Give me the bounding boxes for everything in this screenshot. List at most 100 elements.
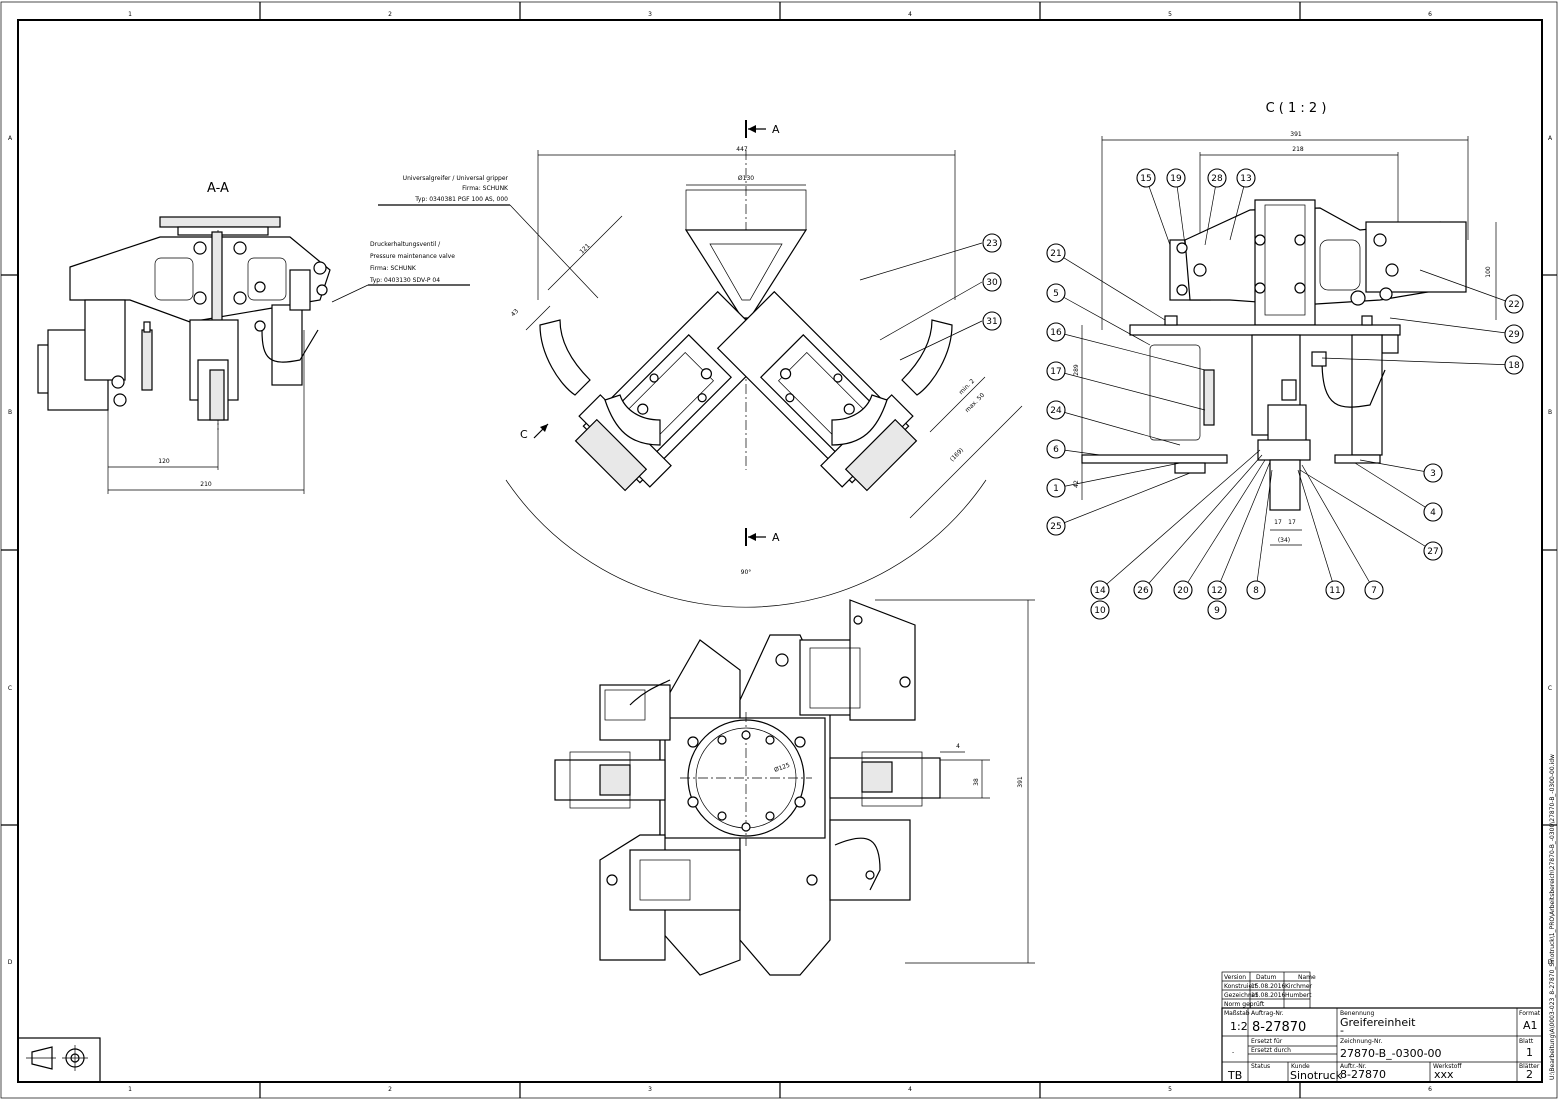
balloon-25: 25 bbox=[1046, 516, 1066, 536]
dim-391-bottom: 391 bbox=[1017, 776, 1024, 788]
svg-text:18: 18 bbox=[1508, 361, 1520, 371]
svg-text:19: 19 bbox=[1170, 174, 1182, 184]
balloon-6: 6 bbox=[1046, 439, 1066, 459]
tb-designation-sub: - bbox=[1340, 1024, 1344, 1037]
grid-labels: 1 2 3 4 5 6 1 2 3 4 5 6 A B C D A B C D bbox=[8, 11, 1553, 1093]
tb-format: A1 bbox=[1523, 1019, 1538, 1032]
tb-scale-label: Maßstab bbox=[1224, 1010, 1250, 1017]
detail-label: C ( 1 : 2 ) bbox=[1266, 101, 1327, 116]
svg-text:8: 8 bbox=[1253, 586, 1259, 596]
dim-121: 121 bbox=[578, 242, 591, 255]
tb-project: 8-27870 bbox=[1340, 1068, 1386, 1081]
cut-marker-top: A bbox=[745, 120, 780, 138]
svg-text:3: 3 bbox=[1430, 469, 1436, 479]
balloons-detail: 15 19 28 13 21 5 16 17 24 6 1 25 22 29 1… bbox=[1046, 168, 1524, 620]
dim-90deg: 90° bbox=[741, 569, 752, 576]
dim-218: 218 bbox=[1292, 146, 1304, 153]
tb-material-label: Werkstoff bbox=[1433, 1063, 1462, 1070]
balloon-20: 20 bbox=[1173, 580, 1193, 600]
balloon-4: 4 bbox=[1423, 502, 1443, 522]
svg-text:12: 12 bbox=[1211, 586, 1222, 596]
tb-order-no: 8-27870 bbox=[1252, 1020, 1306, 1035]
tb-origin-label: Ersetzt für bbox=[1251, 1038, 1283, 1045]
dim-289: 289 bbox=[1073, 364, 1080, 376]
svg-text:16: 16 bbox=[1050, 328, 1062, 338]
tb-sheets-label: Blätter bbox=[1519, 1063, 1540, 1070]
tb-scale: 1:2 bbox=[1230, 1020, 1248, 1033]
grid-col-bottom: 4 bbox=[908, 1086, 912, 1093]
svg-text:11: 11 bbox=[1329, 586, 1340, 596]
balloon-11: 11 bbox=[1325, 580, 1345, 600]
dim-34: (34) bbox=[1278, 537, 1290, 544]
title-block: Version Datum Name Konstruiert 15.08.201… bbox=[1221, 971, 1543, 1083]
grid-col-top: 2 bbox=[388, 11, 392, 18]
dim-391: 391 bbox=[1290, 131, 1302, 138]
svg-text:17: 17 bbox=[1050, 367, 1061, 377]
grid-col-top: 5 bbox=[1168, 11, 1172, 18]
dim-169: (169) bbox=[949, 447, 965, 463]
tb-state-label: Status bbox=[1251, 1063, 1270, 1070]
balloon-17: 17 bbox=[1046, 361, 1066, 381]
grid-col-top: 6 bbox=[1428, 11, 1432, 18]
balloon-27: 27 bbox=[1423, 541, 1443, 561]
tb-role: Norm geprüft bbox=[1224, 1001, 1265, 1008]
balloon-15: 15 bbox=[1136, 168, 1156, 188]
tb-date: 15.08.2016 bbox=[1251, 992, 1286, 999]
cut-letter: A bbox=[772, 531, 780, 544]
balloon-19: 19 bbox=[1166, 168, 1186, 188]
balloon-16: 16 bbox=[1046, 322, 1066, 342]
balloon-14: 14 bbox=[1090, 580, 1110, 600]
tb-customer: Sinotruck bbox=[1290, 1069, 1343, 1082]
tb-material: xxx bbox=[1434, 1068, 1454, 1081]
dim-17a: 17 bbox=[1274, 519, 1282, 526]
svg-text:22: 22 bbox=[1508, 300, 1519, 310]
gripper-note-line: Universalgreifer / Universal gripper bbox=[403, 175, 509, 182]
valve-note-line: Druckerhaltungsventil / bbox=[370, 241, 441, 248]
tb-name: Kirchmer bbox=[1285, 983, 1313, 990]
svg-text:4: 4 bbox=[1430, 508, 1436, 518]
grid-row-right: C bbox=[1548, 685, 1552, 692]
grid-row-left: C bbox=[8, 685, 12, 692]
balloon-3: 3 bbox=[1423, 463, 1443, 483]
cut-marker-bottom: A bbox=[745, 528, 780, 546]
dim-min2: min. 2 bbox=[958, 378, 976, 396]
svg-text:7: 7 bbox=[1371, 586, 1377, 596]
projection-symbol bbox=[17, 1037, 101, 1083]
balloon-5: 5 bbox=[1046, 283, 1066, 303]
grid-row-right: D bbox=[1548, 959, 1553, 966]
balloon-22: 22 bbox=[1504, 294, 1524, 314]
balloon-8: 8 bbox=[1246, 580, 1266, 600]
tb-drawing-no: 27870-B_-0300-00 bbox=[1340, 1047, 1442, 1060]
balloon-28: 28 bbox=[1207, 168, 1227, 188]
tb-order-label: Auftrag-Nr. bbox=[1251, 1010, 1284, 1017]
tb-state: TB bbox=[1227, 1069, 1242, 1082]
svg-text:26: 26 bbox=[1137, 586, 1149, 596]
balloon-18: 18 bbox=[1504, 355, 1524, 375]
svg-text:6: 6 bbox=[1053, 445, 1059, 455]
section-view-a-a: A-A 12 bbox=[37, 181, 331, 494]
valve-note: Druckerhaltungsventil / Pressure mainten… bbox=[331, 241, 470, 303]
svg-text:31: 31 bbox=[986, 317, 997, 327]
svg-text:1: 1 bbox=[1053, 484, 1059, 494]
tb-sheets: 2 bbox=[1526, 1068, 1533, 1081]
tb-name: Humbert bbox=[1285, 992, 1312, 999]
svg-text:28: 28 bbox=[1211, 174, 1223, 184]
balloon-10: 10 bbox=[1090, 600, 1110, 620]
svg-text:21: 21 bbox=[1050, 249, 1061, 259]
svg-text:24: 24 bbox=[1050, 406, 1062, 416]
svg-text:30: 30 bbox=[986, 278, 998, 288]
view-letter: C bbox=[520, 428, 528, 441]
grid-row-right: B bbox=[1548, 409, 1552, 416]
tb-format-label: Format bbox=[1519, 1010, 1541, 1017]
balloon-31: 31 bbox=[982, 311, 1002, 331]
tb-role: Gezeichnet bbox=[1224, 992, 1258, 999]
tb-dash: - bbox=[1232, 1049, 1234, 1056]
tb-replaced-label: Ersetzt durch bbox=[1251, 1047, 1291, 1054]
svg-text:9: 9 bbox=[1214, 606, 1220, 616]
balloon-23: 23 bbox=[982, 233, 1002, 253]
dim-210: 210 bbox=[200, 481, 212, 488]
tb-sheet: 1 bbox=[1526, 1046, 1533, 1059]
balloon-30: 30 bbox=[982, 272, 1002, 292]
